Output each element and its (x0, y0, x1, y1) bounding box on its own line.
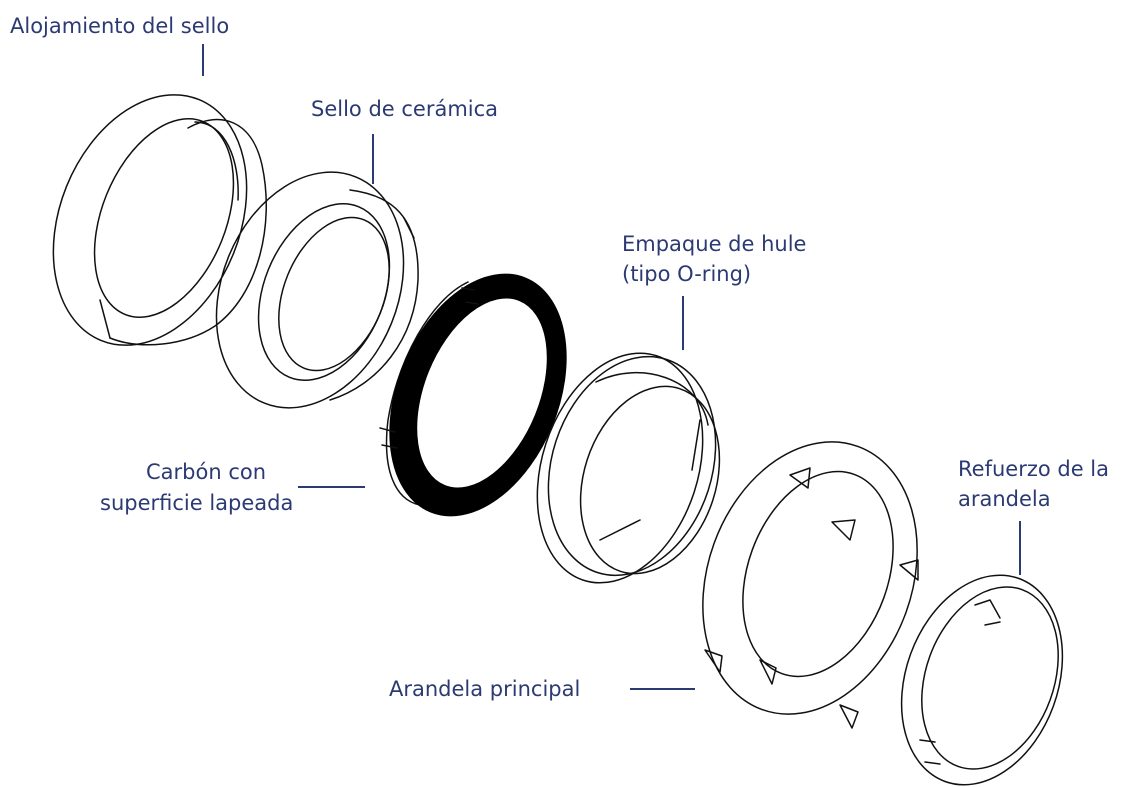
label-main-washer: Arandela principal (389, 677, 581, 701)
label-carbon-line1: Carbón con (146, 460, 267, 484)
washer-reinforcement-part (900, 574, 1064, 786)
label-rubber-gasket-line1: Empaque de hule (622, 232, 807, 256)
label-seal-housing: Alojamiento del sello (10, 14, 230, 38)
label-washer-reinforcement-line1: Refuerzo de la (958, 457, 1109, 481)
seal-housing-part (52, 94, 268, 346)
ceramic-seal-part (215, 171, 419, 409)
rubber-gasket-part (536, 352, 721, 584)
label-ceramic-seal: Sello de cerámica (311, 97, 499, 121)
label-rubber-gasket-line2: (tipo O-ring) (622, 262, 752, 286)
label-washer-reinforcement-line2: arandela (958, 487, 1051, 511)
carbon-ring-part (379, 273, 567, 517)
label-carbon-line2: superficie lapeada (100, 491, 294, 515)
main-washer-part (702, 441, 919, 729)
